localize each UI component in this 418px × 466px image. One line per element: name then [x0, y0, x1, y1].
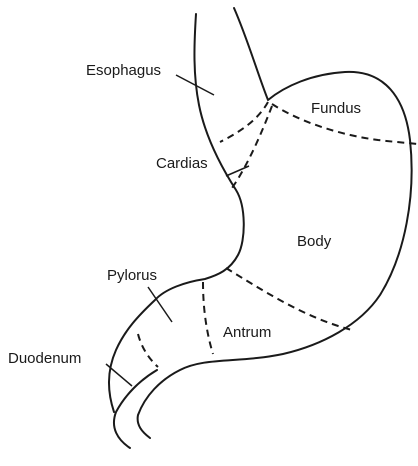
- duodenum-wall-line: [114, 370, 157, 448]
- cardias-leader: [226, 166, 249, 176]
- label-esophagus: Esophagus: [86, 62, 161, 79]
- cardia-boundary-lower: [232, 106, 272, 188]
- label-pylorus: Pylorus: [107, 267, 157, 284]
- antrum-pylorus-boundary: [203, 282, 213, 354]
- label-fundus: Fundus: [311, 100, 361, 117]
- region-labels: Esophagus Fundus Cardias Body Pylorus An…: [8, 62, 361, 367]
- label-cardias: Cardias: [156, 155, 208, 172]
- label-antrum: Antrum: [223, 324, 271, 341]
- body-antrum-boundary: [226, 268, 352, 330]
- cardia-boundary-upper: [220, 102, 268, 142]
- greater-curvature-line: [138, 8, 412, 438]
- pylorus-duodenum-boundary: [138, 334, 158, 367]
- label-body: Body: [297, 233, 332, 250]
- label-duodenum: Duodenum: [8, 350, 81, 367]
- region-boundaries: [138, 102, 418, 367]
